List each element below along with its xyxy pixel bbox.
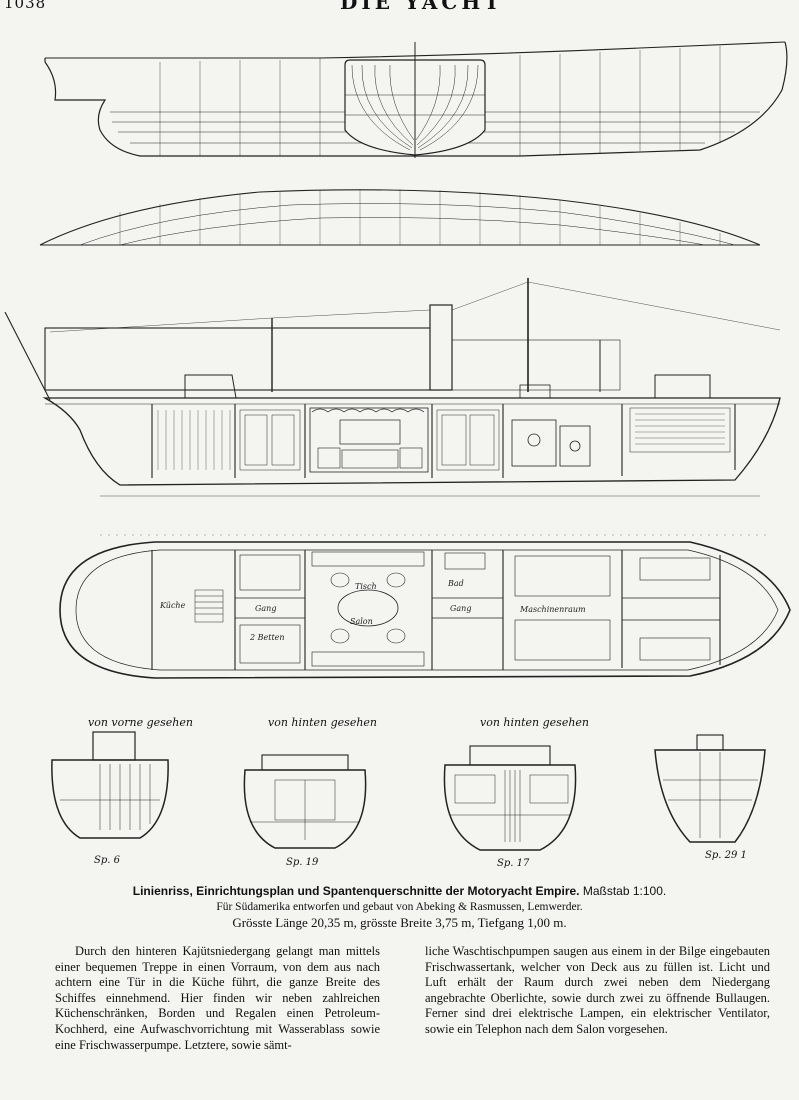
- body-text-left-column: Durch den hinteren Kajütsniedergang gela…: [55, 944, 380, 1053]
- cross-section-3: [443, 745, 577, 851]
- frame-label-1: Sp. 6: [94, 855, 120, 866]
- cross-section-1: [51, 731, 169, 839]
- frame-label-3: Sp. 17: [497, 858, 530, 869]
- cross-section-4: [654, 734, 766, 843]
- page-number: 1038: [4, 0, 47, 12]
- section-label-1: von vorne gesehen: [88, 716, 193, 729]
- figure-caption-dimensions: Grösste Länge 20,35 m, grösste Breite 3,…: [232, 915, 567, 930]
- journal-title: DIE YACHT: [340, 0, 504, 14]
- figure-caption-title: Linienriss, Einrichtungsplan und Spanten…: [0, 884, 799, 898]
- cross-section-2: [243, 754, 367, 849]
- plan-label-kueche: Küche: [159, 601, 186, 610]
- plan-label-tisch: Tisch: [355, 582, 377, 591]
- plan-label-bad: Bad: [447, 579, 464, 588]
- technical-drawing: Salon Maschinenraum Gang Gang Bad Tisch …: [4, 41, 791, 851]
- frame-label-4: Sp. 29 1: [705, 850, 747, 861]
- figure-caption-subtitle: Für Südamerika entworfen und gebaut von …: [216, 901, 583, 913]
- frame-label-2: Sp. 19: [286, 857, 319, 868]
- body-text-right-column: liche Waschtischpumpen saugen aus einem …: [425, 944, 770, 1038]
- lines-profile-view: [44, 41, 788, 158]
- body-paragraph-left: Durch den hinteren Kajütsniedergang gela…: [55, 944, 380, 1052]
- plan-label-gang-1: Gang: [255, 604, 276, 613]
- plan-label-maschinenraum: Maschinenraum: [519, 605, 586, 614]
- caption-scale: Maßstab 1:100.: [582, 884, 667, 898]
- caption-title-text: Linienriss, Einrichtungsplan und Spanten…: [132, 884, 580, 898]
- plan-label-betten: 2 Betten: [249, 633, 285, 642]
- section-label-3: von hinten gesehen: [480, 716, 590, 729]
- inboard-profile-view: [4, 278, 781, 497]
- deck-plan-view: Salon Maschinenraum Gang Gang Bad Tisch …: [59, 534, 791, 679]
- body-paragraph-right: liche Waschtischpumpen saugen aus einem …: [425, 944, 770, 1036]
- lines-half-breadth-view: [39, 189, 761, 246]
- section-label-2: von hinten gesehen: [268, 716, 378, 729]
- plan-label-gang-2: Gang: [450, 604, 471, 613]
- plan-label-salon: Salon: [350, 617, 373, 626]
